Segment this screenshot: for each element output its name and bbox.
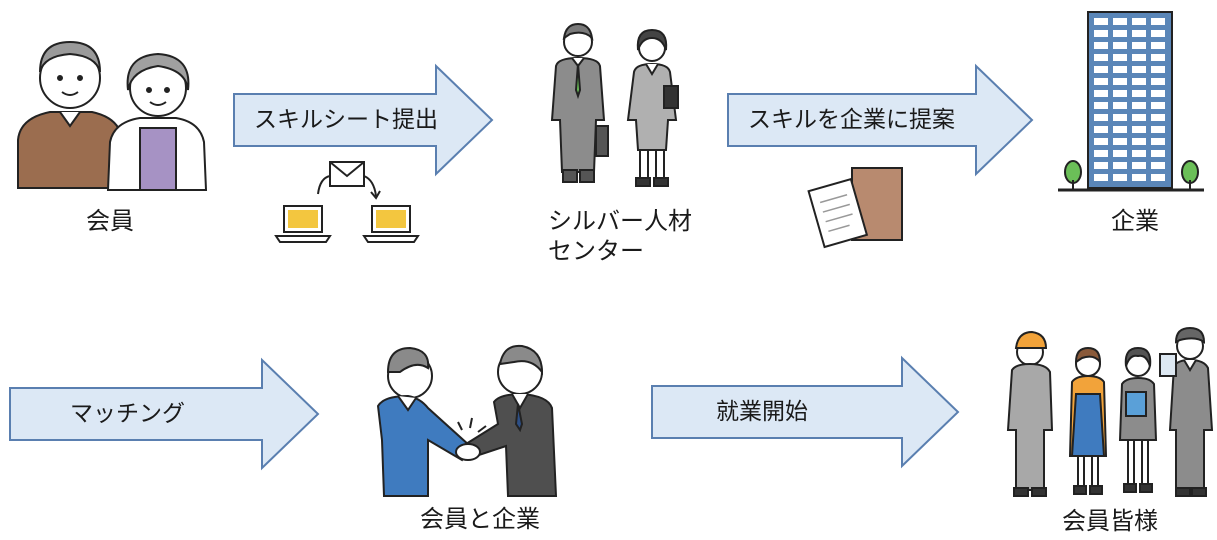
building-window (1094, 138, 1108, 145)
documents-icon (807, 167, 903, 249)
label-member: 会員 (86, 207, 134, 235)
building-window (1094, 78, 1108, 85)
building-window (1132, 18, 1146, 25)
building-window (1132, 54, 1146, 61)
building-window (1151, 66, 1165, 73)
building-window (1113, 114, 1127, 121)
building-window (1151, 114, 1165, 121)
building-window (1132, 150, 1146, 157)
arrow-skill-sheet (233, 63, 494, 177)
building-window (1132, 114, 1146, 121)
label-company: 企業 (1111, 207, 1159, 235)
label-member-and-company: 会員と企業 (420, 505, 540, 533)
building-window (1094, 30, 1108, 37)
building-window (1094, 90, 1108, 97)
building-window (1094, 18, 1108, 25)
building-window (1113, 174, 1127, 181)
building-window (1151, 42, 1165, 49)
building-window (1132, 78, 1146, 85)
building-window (1094, 162, 1108, 169)
building-window (1132, 42, 1146, 49)
building-window (1113, 102, 1127, 109)
workers-group-icon (1006, 326, 1214, 497)
laptop-right-icon (362, 205, 420, 243)
building-window (1151, 138, 1165, 145)
building-window (1094, 102, 1108, 109)
building-window (1132, 66, 1146, 73)
building-window (1132, 162, 1146, 169)
building-window (1113, 78, 1127, 85)
label-all-members: 会員皆様 (1062, 507, 1158, 535)
building-window (1151, 126, 1165, 133)
building-window (1094, 66, 1108, 73)
handshake-icon (376, 344, 558, 497)
building-window (1151, 102, 1165, 109)
building-window (1151, 162, 1165, 169)
building-window (1132, 30, 1146, 37)
company-building-icon (1058, 11, 1204, 192)
center-staff-icon (550, 22, 679, 187)
building-window (1113, 162, 1127, 169)
email-envelope-icon (317, 161, 381, 200)
arrow-start-work (651, 355, 960, 469)
arrow-matching (9, 357, 320, 471)
building-window (1094, 126, 1108, 133)
building-window (1113, 126, 1127, 133)
building-window (1094, 42, 1108, 49)
building-window (1094, 114, 1108, 121)
building-window (1151, 90, 1165, 97)
arrow-propose-label: スキルを企業に提案 (748, 107, 955, 133)
building-window (1113, 18, 1127, 25)
building-window (1151, 150, 1165, 157)
building-window (1113, 66, 1127, 73)
building-window (1132, 126, 1146, 133)
building-window (1113, 30, 1127, 37)
building-window (1113, 138, 1127, 145)
building-window (1094, 54, 1108, 61)
laptop-left-icon (274, 205, 332, 243)
elderly-couple-icon (17, 40, 208, 191)
building-window (1113, 90, 1127, 97)
building-window (1113, 54, 1127, 61)
building-window (1151, 18, 1165, 25)
building-window (1094, 174, 1108, 181)
building-window (1151, 174, 1165, 181)
building-window (1151, 78, 1165, 85)
arrow-propose (727, 63, 1034, 177)
building-window (1113, 150, 1127, 157)
building-window (1132, 174, 1146, 181)
building-window (1151, 30, 1165, 37)
building-window (1151, 54, 1165, 61)
label-silver-center: シルバー人材 センター (548, 207, 692, 265)
building-window (1132, 138, 1146, 145)
arrow-start-work-label: 就業開始 (716, 399, 808, 425)
building-window (1132, 102, 1146, 109)
building-window (1132, 90, 1146, 97)
arrow-matching-label: マッチング (70, 401, 185, 427)
building-window (1094, 150, 1108, 157)
building-window (1113, 42, 1127, 49)
arrow-skill-sheet-label: スキルシート提出 (254, 107, 438, 133)
